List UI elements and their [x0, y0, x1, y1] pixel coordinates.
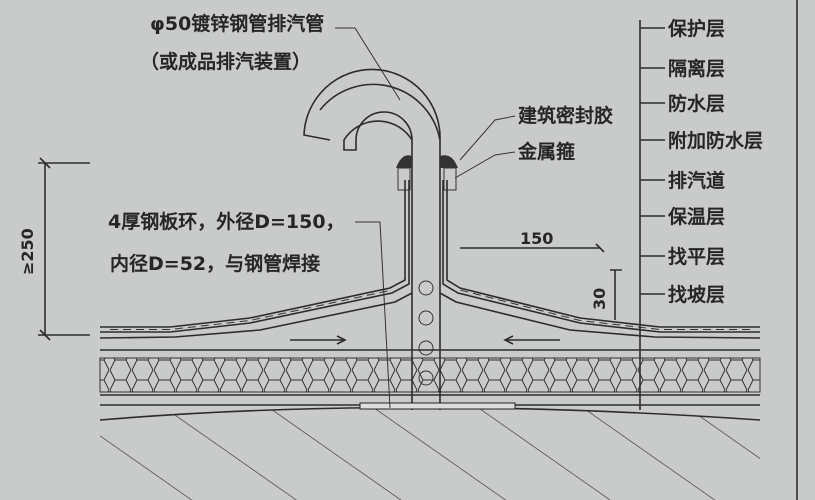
sealant [440, 155, 458, 168]
layer-label: 附加防水层 [668, 129, 763, 152]
ring-callout-line1: 4厚钢板环，外径D=150， [108, 210, 345, 233]
layer-label: 防水层 [668, 92, 725, 115]
layer-label: 找坡层 [668, 283, 725, 306]
metal-hoop [443, 167, 457, 191]
pipe-callout-line1: φ50镀锌钢管排汽管 [150, 12, 324, 35]
thickness-dimension: 30 [590, 288, 609, 310]
layer-labels: 保护层 隔离层 防水层 附加防水层 排汽道 保温层 找平层 找坡层 [667, 17, 763, 306]
layer-label: 找平层 [668, 246, 725, 268]
layer-label: 隔离层 [668, 57, 725, 80]
structural-slab [100, 407, 760, 500]
metal-hoop [397, 167, 411, 191]
ring-callout-line2: 内径D=52，与钢管焊接 [110, 252, 320, 275]
layer-label: 保温层 [667, 205, 725, 228]
steel-ring-plate [359, 402, 516, 410]
hoop-callout: 金属箍 [517, 140, 575, 163]
layer-label: 保护层 [667, 17, 725, 40]
insulation-layer [99, 357, 761, 393]
waterproofing-layers [99, 180, 761, 339]
vent-pipe [303, 68, 441, 410]
height-dimension: ≥250 [18, 228, 37, 275]
layer-label: 排汽道 [668, 169, 725, 192]
width-dimension: 150 [520, 229, 553, 248]
sealant-callout: 建筑密封胶 [518, 104, 613, 127]
pipe-callout-line2: （或成品排汽装置） [140, 50, 311, 73]
sealant [396, 155, 412, 168]
